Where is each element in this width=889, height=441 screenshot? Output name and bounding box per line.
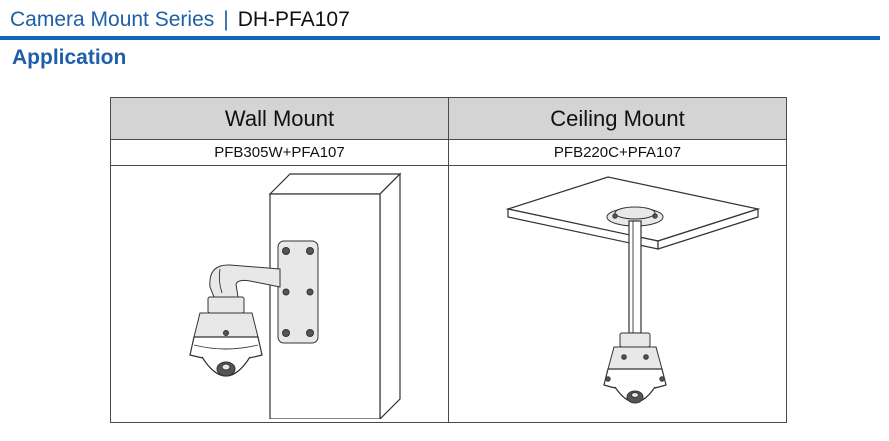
table-model-row: PFB305W+PFA107 PFB220C+PFA107 [110,139,787,166]
table-image-row [110,165,787,423]
model-ceiling: PFB220C+PFA107 [448,139,787,166]
wall-mount-cell [110,165,449,423]
title-separator: | [223,7,229,31]
header-rule [0,36,880,40]
ceiling-mount-illustration [505,176,760,404]
wall-mount-illustration [188,172,401,419]
table-header-row: Wall Mount Ceiling Mount [110,97,787,140]
column-title-ceiling: Ceiling Mount [448,97,787,140]
model-number: DH-PFA107 [237,7,350,31]
document-header: Camera Mount Series | DH-PFA107 [10,4,350,34]
ceiling-mount-cell [448,165,787,423]
model-wall: PFB305W+PFA107 [110,139,449,166]
column-title-wall: Wall Mount [110,97,449,140]
application-table: Wall Mount Ceiling Mount PFB305W+PFA107 … [110,97,787,423]
section-title: Application [12,46,127,69]
series-title: Camera Mount Series [10,7,215,31]
